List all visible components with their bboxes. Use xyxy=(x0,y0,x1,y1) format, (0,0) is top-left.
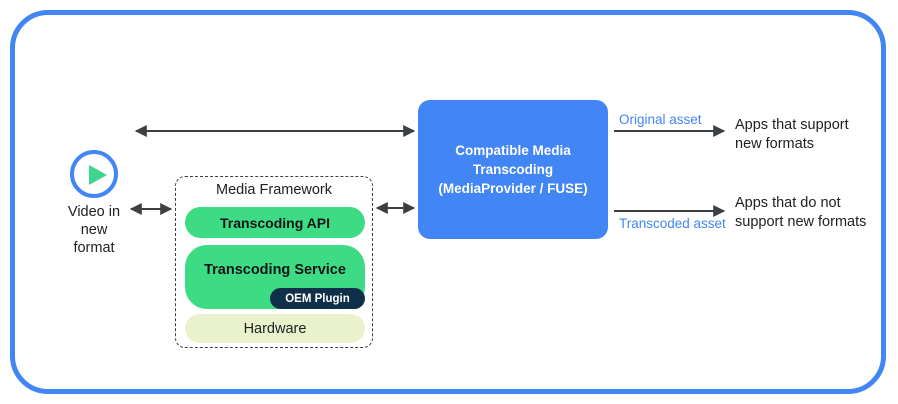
compatible-media-transcoding-label: Compatible Media Transcoding (MediaProvi… xyxy=(438,143,588,196)
oem-plugin-label: OEM Plugin xyxy=(285,292,350,305)
video-source-caption: Video in new format xyxy=(67,204,121,256)
hardware-label: Hardware xyxy=(243,320,307,337)
hardware-block: Hardware xyxy=(185,314,365,343)
oem-plugin-badge: OEM Plugin xyxy=(270,288,365,309)
transcoding-api-block: Transcoding API xyxy=(185,207,365,238)
compatible-media-transcoding-box: Compatible Media Transcoding (MediaProvi… xyxy=(418,100,608,239)
apps-no-support-new-formats-label: Apps that do not support new formats xyxy=(735,195,867,230)
play-circle-icon xyxy=(70,150,118,198)
transcoded-asset-label: Transcoded asset xyxy=(619,216,726,231)
play-triangle-icon xyxy=(89,165,107,185)
apps-support-new-formats-label: Apps that support new formats xyxy=(735,117,849,152)
transcoding-api-label: Transcoding API xyxy=(220,214,330,231)
media-framework-title: Media Framework xyxy=(215,182,333,198)
media-framework-box: Media Framework Transcoding API Transcod… xyxy=(175,176,373,348)
original-asset-label: Original asset xyxy=(619,112,702,127)
transcoding-service-label: Transcoding Service xyxy=(204,262,346,278)
